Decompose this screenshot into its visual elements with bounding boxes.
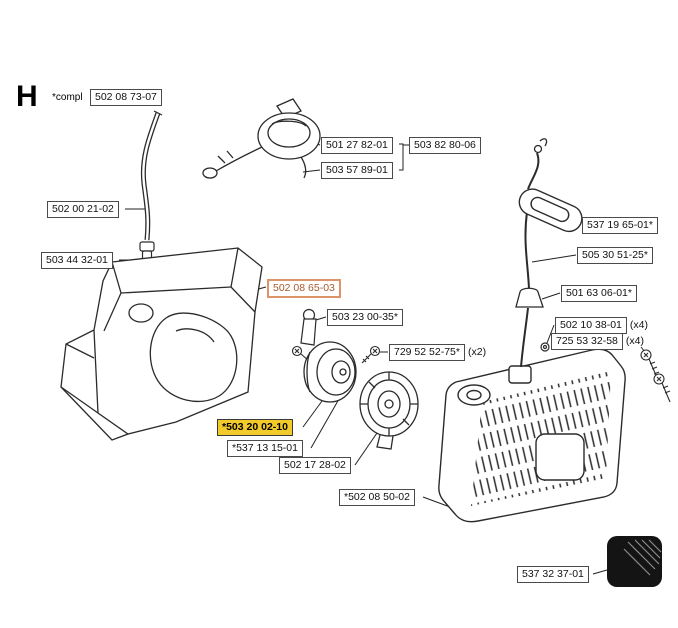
part-label-729-52-52-75[interactable]: 729 52 52-75* (x2) — [389, 344, 487, 362]
part-label-537-19-65-01[interactable]: 537 19 65-01* — [582, 217, 658, 235]
fuel-cap-drawing — [202, 98, 321, 179]
housing-screws-drawing — [640, 349, 671, 403]
fuel-line-drawing — [140, 110, 163, 241]
section-letter: H — [16, 80, 38, 113]
part-number: 502 08 65-03 — [267, 279, 341, 299]
part-number: 503 23 00-35* — [327, 309, 403, 327]
part-number: *502 08 50-02 — [339, 489, 415, 507]
part-label-725-53-32-58[interactable]: 725 53 32-58 (x4) — [551, 333, 644, 351]
part-label-501-63-06-01[interactable]: 501 63 06-01* — [561, 285, 637, 303]
part-label-502-10-38-01[interactable]: 502 10 38-01 (x4) — [555, 317, 648, 335]
part-number: 503 82 80-06 — [409, 137, 481, 155]
washer-drawing — [540, 342, 550, 352]
part-number: 503 57 89-01 — [321, 162, 393, 180]
starter-rope-drawing — [515, 138, 548, 368]
part-number: *503 20 02-10 — [217, 419, 293, 437]
part-label-502-08-50-02[interactable]: *502 08 50-02 — [339, 489, 415, 507]
part-number: 502 17 28-02 — [279, 457, 351, 475]
quantity-note: (x4) — [629, 319, 648, 331]
part-label-537-13-15-01[interactable]: *537 13 15-01 — [227, 440, 303, 458]
part-label-503-57-89-01[interactable]: 503 57 89-01 — [321, 162, 393, 180]
part-label-502-17-28-02[interactable]: 502 17 28-02 — [279, 457, 351, 475]
part-label-503-23-00-35[interactable]: 503 23 00-35* — [327, 309, 403, 327]
compl-note: *compl — [52, 92, 83, 103]
part-label-503-20-02-10[interactable]: *503 20 02-10 — [217, 419, 293, 437]
quantity-note: (x4) — [625, 335, 644, 347]
part-label-502-08-65-03[interactable]: 502 08 65-03 — [267, 279, 341, 299]
part-number: *537 13 15-01 — [227, 440, 303, 458]
spring-cassette-drawing — [359, 371, 419, 450]
tank-housing-drawing — [60, 247, 263, 441]
part-number: 501 27 82-01 — [321, 137, 393, 155]
decal-drawing — [607, 536, 662, 587]
part-label-503-82-80-06[interactable]: 503 82 80-06 — [409, 137, 481, 155]
flange-screw-drawing — [361, 345, 381, 364]
part-label-502-00-21-02[interactable]: 502 00 21-02 — [47, 201, 119, 219]
part-label-503-44-32-01[interactable]: 503 44 32-01 — [41, 252, 113, 270]
part-label-505-30-51-25[interactable]: 505 30 51-25* — [577, 247, 653, 265]
part-number: 503 44 32-01 — [41, 252, 113, 270]
part-number: 729 52 52-75* — [389, 344, 465, 362]
part-number: 502 00 21-02 — [47, 201, 119, 219]
part-label-502-08-73-07[interactable]: 502 08 73-07 — [90, 89, 162, 107]
starter-pulley-drawing — [303, 341, 357, 403]
part-number: 537 32 37-01 — [517, 566, 589, 584]
part-number: 502 08 73-07 — [90, 89, 162, 107]
part-label-537-32-37-01[interactable]: 537 32 37-01 — [517, 566, 589, 584]
part-label-501-27-82-01[interactable]: 501 27 82-01 — [321, 137, 393, 155]
part-number: 537 19 65-01* — [582, 217, 658, 235]
starter-housing-drawing — [438, 348, 626, 523]
part-number: 505 30 51-25* — [577, 247, 653, 265]
starter-handle-drawing — [518, 188, 583, 233]
part-number: 501 63 06-01* — [561, 285, 637, 303]
part-number: 725 53 32-58 — [551, 333, 623, 351]
part-number: 502 10 38-01 — [555, 317, 627, 335]
quantity-note: (x2) — [467, 346, 487, 358]
pivot-bracket-drawing — [300, 308, 317, 346]
